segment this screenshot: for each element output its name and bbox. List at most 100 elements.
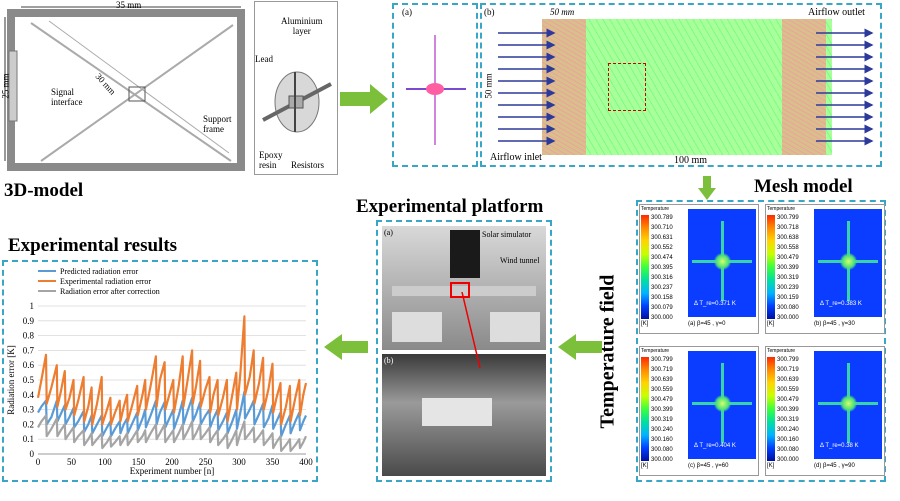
- y-tick-label: 0.5: [23, 375, 35, 385]
- airflow-outlet-label: Airflow outlet: [808, 7, 865, 18]
- y-tick-label: 0.3: [23, 405, 35, 415]
- platform-photo-a: (a) Solar simulator Wind tunnel: [382, 226, 546, 350]
- legend-label-2: Experimental radiation error: [60, 277, 151, 286]
- x-tick-label: 150: [132, 457, 146, 467]
- mesh-outlet-region: [782, 19, 826, 155]
- arrow-to-platform: [558, 334, 602, 360]
- panel-caption: (c) β=45 , γ=60: [688, 463, 729, 469]
- dim-height: 25 mm: [0, 73, 11, 99]
- color-scale: [767, 215, 775, 319]
- sensor-close-plate: [422, 398, 492, 426]
- mesh-label-b: (b): [484, 7, 495, 17]
- panel-caption: (b) β=45 , γ=30: [814, 321, 855, 327]
- resistors-label: Resistors: [291, 160, 325, 170]
- heat-map: Δ T_re=0.371 K: [688, 209, 756, 317]
- legend-label-1: Predicted radiation error: [60, 267, 139, 276]
- y-tick-label: 0.2: [23, 419, 34, 429]
- solar-simulator-box: [450, 230, 480, 278]
- unit-label: [K]: [767, 321, 775, 327]
- series-line-2: [36, 315, 308, 426]
- y-tick-label: 1: [30, 301, 35, 311]
- arrow-to-mesh: [340, 84, 388, 114]
- solar-simulator-label: Solar simulator: [482, 230, 532, 239]
- y-tick-label: 0: [30, 449, 35, 459]
- arrow-to-results: [324, 334, 368, 360]
- x-tick-label: 50: [67, 457, 77, 467]
- unit-label: [K]: [641, 463, 649, 469]
- x-tick-label: 400: [299, 457, 313, 467]
- mesh-dim-bottom: 100 mm: [674, 155, 708, 166]
- x-axis-label: Experiment number [n]: [130, 466, 214, 476]
- temp-header: Temperature: [641, 206, 670, 212]
- unit-label: [K]: [767, 463, 775, 469]
- photo-b-label: (b): [384, 356, 394, 365]
- temp-header: Temperature: [641, 348, 670, 354]
- mesh-dim-left: 50 mm: [483, 73, 494, 99]
- color-scale: [641, 215, 649, 319]
- x-tick-label: 250: [199, 457, 213, 467]
- model3d-panel: 35 mm 25 mm 30 mm Signal interface: [0, 0, 251, 175]
- color-scale: [641, 357, 649, 461]
- panel-caption: (d) β=45 , γ=90: [814, 463, 855, 469]
- mesh-title: Mesh model: [754, 176, 853, 197]
- platform-base-left: [392, 312, 442, 342]
- temp-header: Temperature: [767, 348, 796, 354]
- model3d-title: 3D-model: [4, 180, 84, 201]
- x-tick-label: 100: [98, 457, 112, 467]
- photo-a-label: (a): [384, 228, 393, 237]
- y-tick-label: 0.9: [23, 316, 35, 326]
- signal-interface-label: Signal interface: [51, 87, 83, 107]
- frame-drawing: [4, 6, 245, 171]
- heat-map: Δ T_re=0.404 K: [688, 351, 756, 459]
- platform-base-right: [490, 312, 540, 342]
- heat-map: Δ T_re=0.383 K: [814, 209, 882, 317]
- x-tick-label: 300: [232, 457, 246, 467]
- y-axis-label: Radiation error [K]: [6, 345, 16, 414]
- sensor-region-marker: [608, 63, 646, 111]
- dim-width: 35 mm: [116, 0, 142, 10]
- platform-title: Experimental platform: [356, 196, 544, 217]
- y-tick-label: 0.8: [23, 331, 35, 341]
- y-tick-label: 0.6: [23, 360, 35, 370]
- outlet-arrows: [816, 28, 874, 146]
- platform-panel: (a) Solar simulator Wind tunnel (b): [376, 220, 552, 482]
- mesh-label-a: (a): [402, 7, 412, 17]
- unit-label: [K]: [641, 321, 649, 327]
- x-tick-label: 0: [36, 457, 41, 467]
- sensor-marker: [450, 282, 470, 298]
- mesh-panel-b: (b) 50 mm 50 mm 100 mm Airflow outlet Ai…: [480, 3, 882, 167]
- panel-caption: (a) β=45 , γ=0: [688, 321, 726, 327]
- mesh-dim-top: 50 mm: [550, 7, 575, 17]
- epoxy-label: Epoxy resin: [259, 150, 283, 170]
- wind-tunnel-bar: [392, 286, 536, 296]
- support-label: Support frame: [203, 114, 232, 134]
- x-tick-label: 350: [266, 457, 280, 467]
- temp-header: Temperature: [767, 206, 796, 212]
- sensor-drawing: [262, 71, 332, 133]
- y-tick-label: 0.4: [23, 390, 35, 400]
- lead-label: Lead: [255, 54, 273, 64]
- series-line-3: [37, 414, 308, 453]
- results-title: Experimental results: [8, 235, 178, 256]
- platform-photo-b: (b): [382, 354, 546, 476]
- mesh-panel-a: (a): [392, 3, 478, 167]
- sensor-closeup: Aluminium layer Lead Support frame Epoxy…: [203, 1, 338, 175]
- mesh-sensor-drawing: [406, 35, 466, 145]
- arrow-to-temperature: [698, 176, 716, 200]
- aluminium-label: Aluminium layer: [281, 16, 323, 36]
- airflow-inlet-label: Airflow inlet: [490, 152, 542, 163]
- y-tick-label: 0.1: [23, 434, 34, 444]
- inlet-arrows: [498, 28, 556, 146]
- y-tick-label: 0.7: [23, 345, 35, 355]
